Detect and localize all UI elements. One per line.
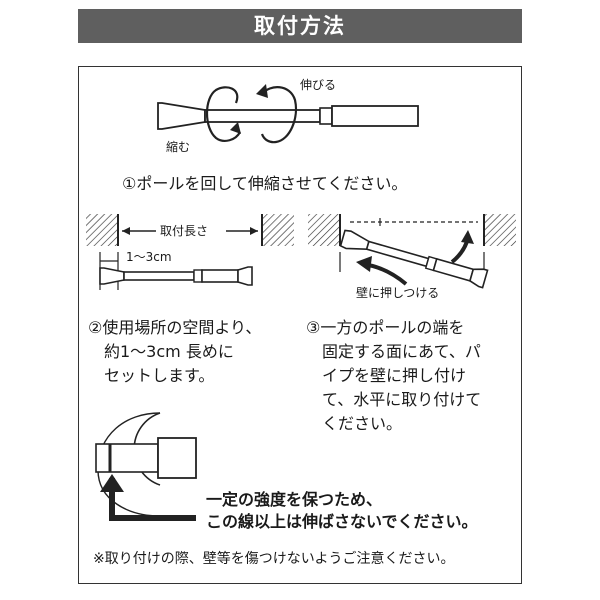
step3-pole-illustration <box>339 229 489 289</box>
label-shrink: 縮む <box>166 140 191 154</box>
warning-arrow-icon <box>100 474 196 521</box>
step3-caption-line-1: ③一方のポールの端を <box>306 318 465 337</box>
label-mounting-length: 取付長さ <box>160 224 209 238</box>
step3-caption-line-4: て、水平に取り付けて <box>306 390 482 409</box>
step3-caption-line-5: ください。 <box>306 414 403 433</box>
warning-line-1: 一定の強度を保つため、 <box>206 490 383 509</box>
label-extra-range: 1～3cm <box>126 250 172 264</box>
warning-zoom-illustration <box>95 412 197 517</box>
step1-pole-illustration <box>157 102 419 130</box>
step3-caption-line-3: イプを壁に押し付け <box>306 366 467 385</box>
push-arrow-icon <box>356 256 408 286</box>
rotate-arrow-icon <box>205 84 298 144</box>
step2-caption-line-3: セットします。 <box>88 366 215 385</box>
footnote: ※取り付けの際、壁等を傷つけないようご注意ください。 <box>93 551 455 567</box>
instruction-frame <box>78 66 522 584</box>
step2-caption-line-1: ②使用場所の空間より、 <box>88 318 262 337</box>
step2-pole-illustration <box>99 266 253 286</box>
label-push-to-wall: 壁に押しつける <box>356 286 440 300</box>
step3-caption-line-2: 固定する面にあて、パ <box>306 342 481 361</box>
step2-caption-line-2: 約1～3cm 長めに <box>88 342 234 361</box>
step1-caption: ①ポールを回して伸縮させてください。 <box>122 174 408 193</box>
step3-wall-right <box>483 214 516 246</box>
lift-arrow-icon <box>450 230 474 264</box>
label-extend: 伸びる <box>300 78 337 92</box>
step3-wall-left <box>308 214 341 246</box>
warning-line-2: この線以上は伸ばさないでください。 <box>206 512 478 531</box>
page-title: 取付方法 <box>78 9 522 43</box>
step2-wall-right <box>261 214 294 246</box>
step2-wall-left <box>86 214 119 246</box>
